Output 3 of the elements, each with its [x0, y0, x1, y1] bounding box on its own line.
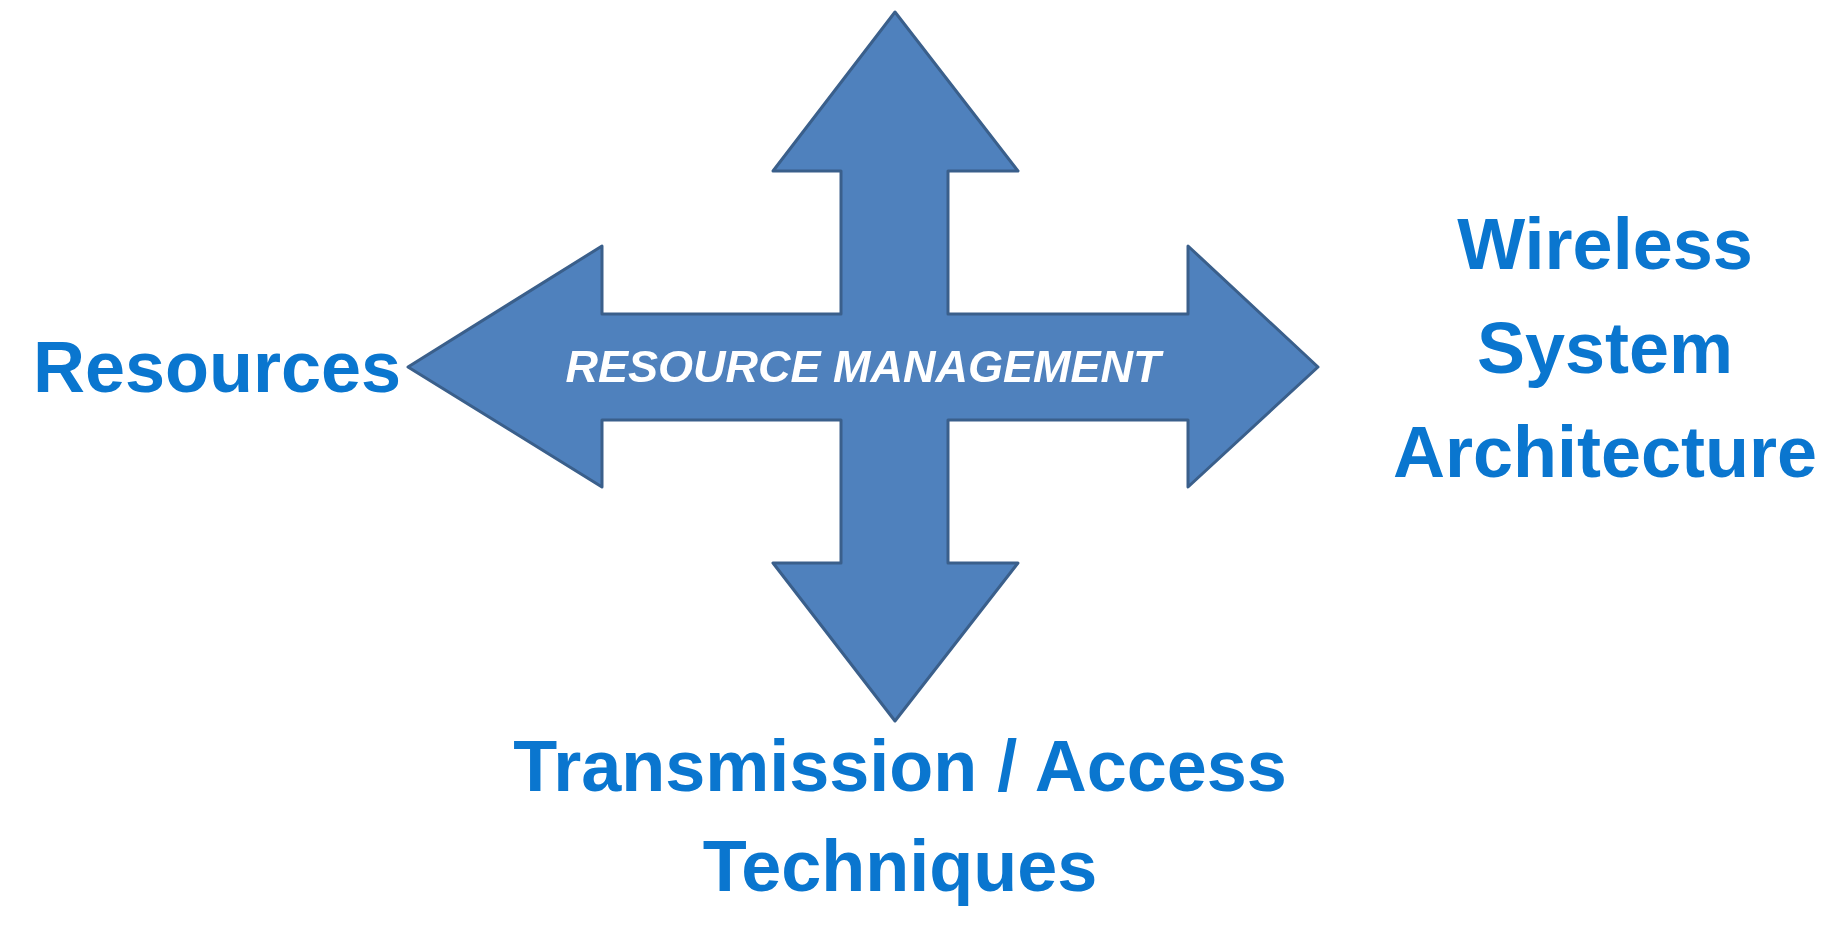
heading-text: Wireless System Architecture — [1391, 203, 1819, 494]
heading-text: Transmission / Access Techniques — [512, 725, 1288, 908]
heading-text: Resources — [31, 326, 403, 409]
